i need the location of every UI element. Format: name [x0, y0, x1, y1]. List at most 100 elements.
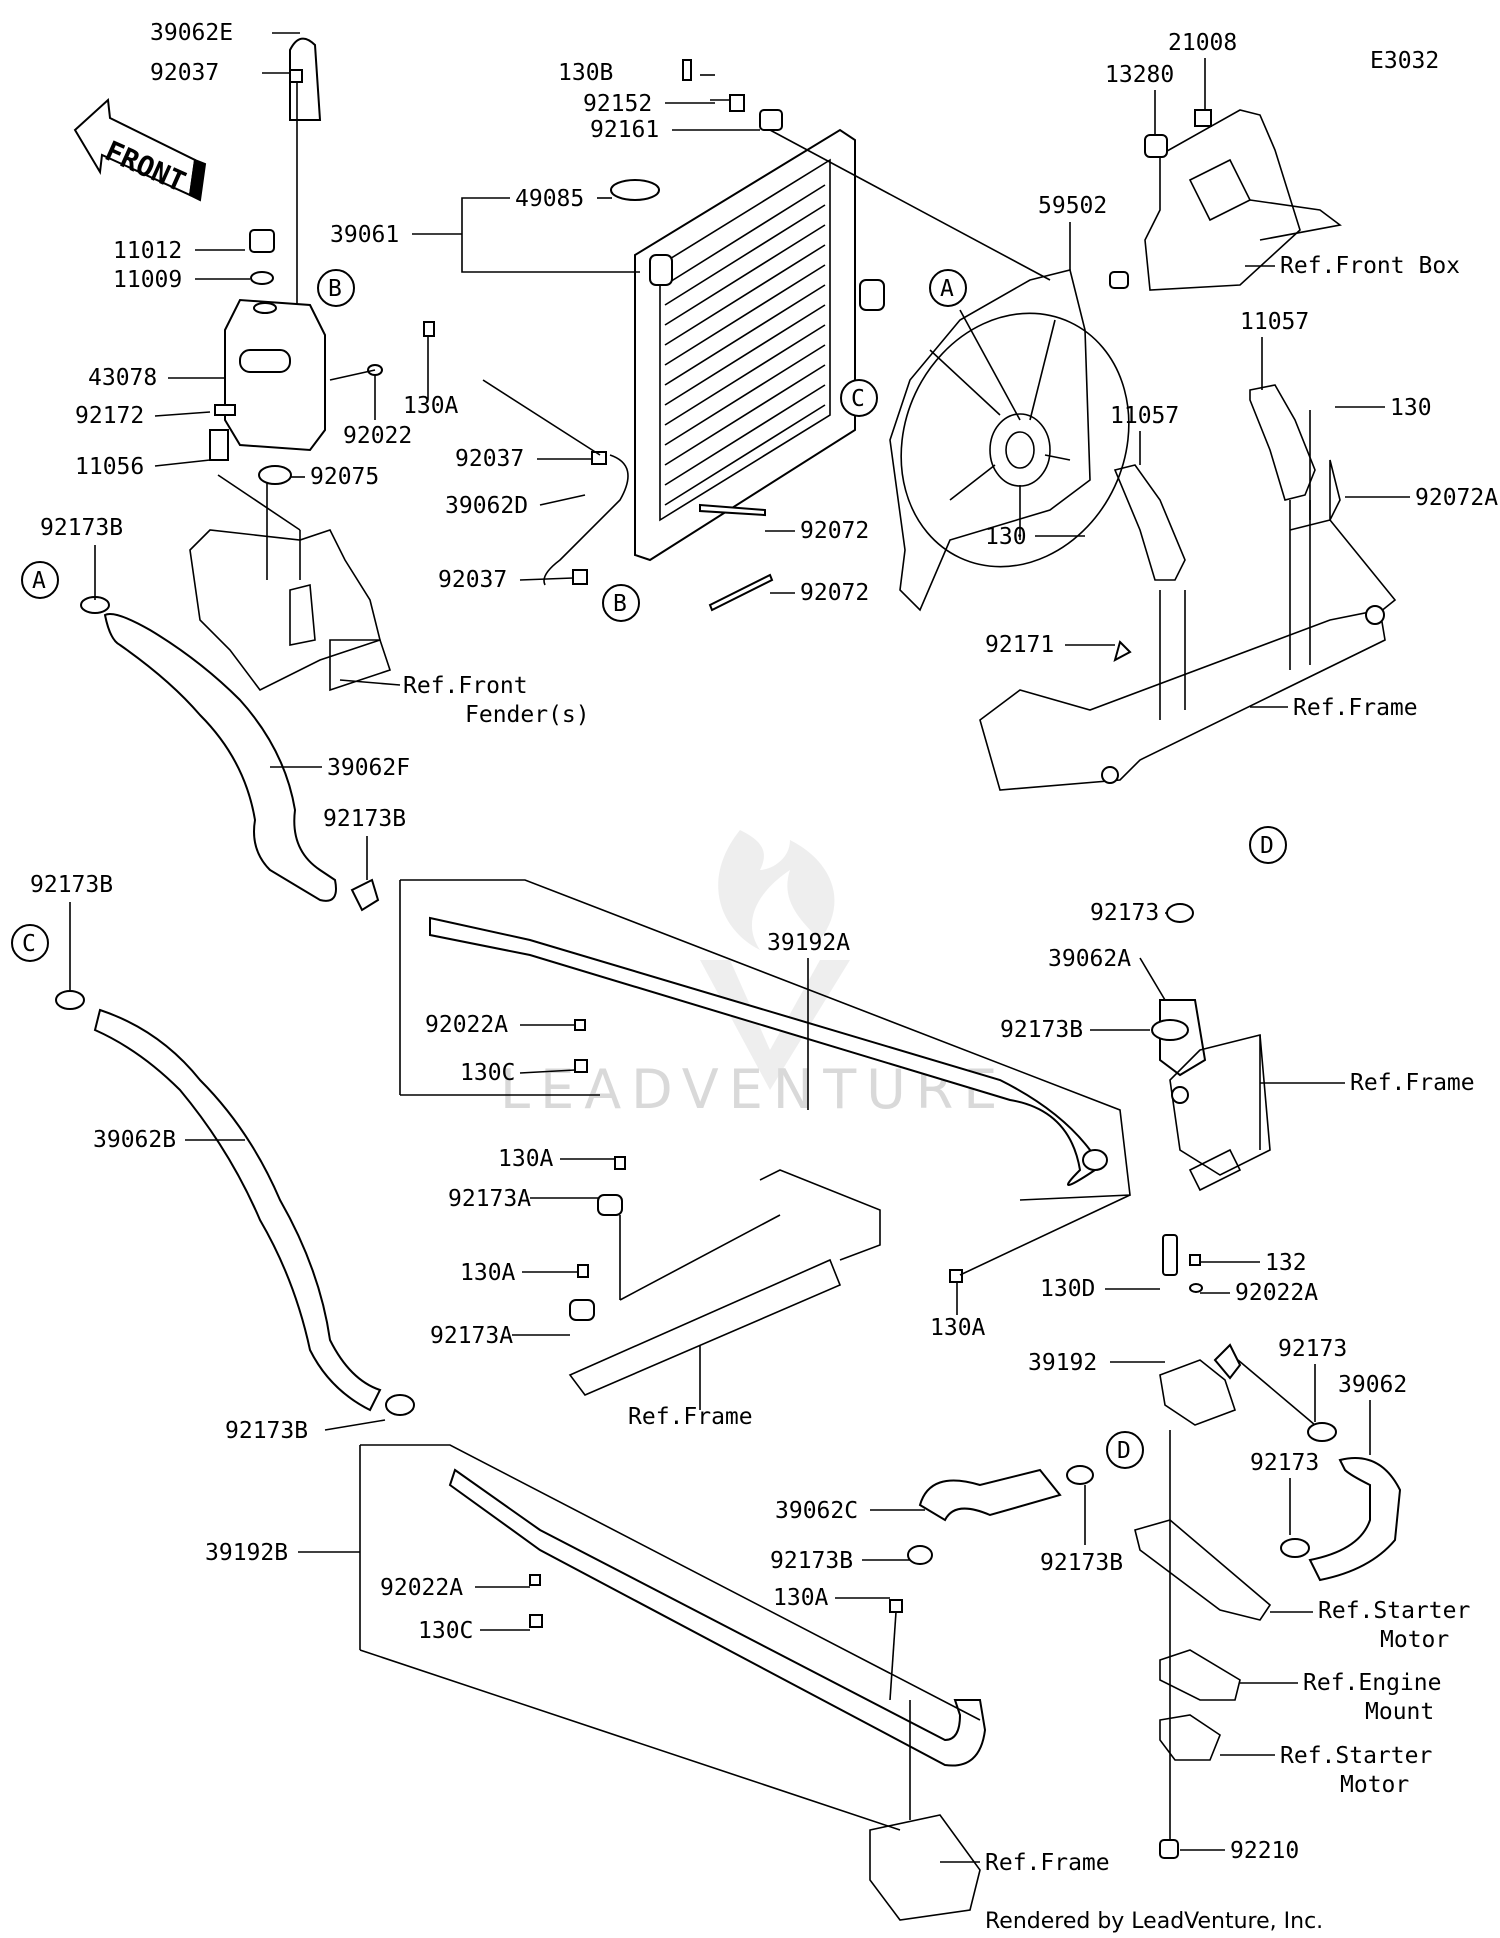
label-130D: 130D [1040, 1276, 1095, 1302]
front-arrow: FRONT [73, 97, 207, 202]
label-92173B-7: 92173B [770, 1548, 853, 1574]
label-11012: 11012 [113, 238, 182, 264]
label-92173B-4: 92173B [1000, 1017, 1083, 1043]
label-ref-frame-2: Ref.Frame [1350, 1070, 1475, 1096]
label-39192A: 39192A [767, 930, 850, 956]
frame-middle-right [1169, 1033, 1271, 1192]
ref-circle-B-top: B [317, 269, 355, 307]
label-ref-frame-1: Ref.Frame [1293, 695, 1418, 721]
svg-text:A: A [940, 276, 954, 302]
label-92075: 92075 [310, 464, 379, 490]
ref-circle-D-top: D [1249, 826, 1287, 864]
label-92072-2: 92072 [800, 580, 869, 606]
label-39062: 39062 [1338, 1372, 1407, 1398]
reference-labels: Ref.Front Box Ref.Front Fender(s) Ref.Fr… [403, 253, 1475, 1876]
starter-motor-refs [1134, 1519, 1272, 1859]
label-130C-2: 130C [418, 1618, 473, 1644]
label-ref-starter-1b: Motor [1380, 1627, 1449, 1653]
label-13280: 13280 [1105, 62, 1174, 88]
label-92173B-1: 92173B [40, 515, 123, 541]
label-130C-1: 130C [460, 1060, 515, 1086]
hose-39062C [889, 1465, 1094, 1701]
label-11057-a: 11057 [1240, 309, 1309, 335]
frame-middle [568, 1156, 881, 1410]
label-92173B-2: 92173B [323, 806, 406, 832]
leadventure-watermark: LEADVENTURE [500, 830, 997, 1121]
fitting-39192 [1159, 1234, 1402, 1850]
front-fender-ref [189, 529, 401, 692]
reservoir-tank-group [209, 37, 435, 580]
hose-39062D [482, 379, 629, 586]
frame-upper-right [979, 500, 1397, 791]
label-92173B-6: 92173B [225, 1418, 308, 1444]
svg-text:B: B [613, 591, 627, 617]
label-92173-top: 92173 [1090, 900, 1159, 926]
label-132: 132 [1265, 1250, 1307, 1276]
frame-lower [869, 1700, 981, 1921]
label-39062D: 39062D [445, 493, 528, 519]
svg-text:D: D [1117, 1438, 1131, 1464]
hose-39062F [80, 596, 380, 912]
front-box-ref [1144, 109, 1342, 291]
label-92173-mid: 92173 [1278, 1336, 1347, 1362]
label-92161: 92161 [590, 117, 659, 143]
label-92022A-3: 92022A [380, 1575, 463, 1601]
label-ref-engine-mount-b: Mount [1365, 1699, 1434, 1725]
fan-assembly [889, 269, 1130, 612]
footer-credit: Rendered by LeadVenture, Inc. [985, 1909, 1323, 1934]
label-39062F: 39062F [327, 755, 410, 781]
label-130A-2: 130A [460, 1260, 516, 1286]
part-labels: 39062E 92037 11012 11009 43078 92172 110… [30, 20, 1498, 1864]
svg-text:D: D [1260, 833, 1274, 859]
label-ref-engine-mount-a: Ref.Engine [1303, 1670, 1441, 1696]
label-130-right: 130 [1390, 395, 1432, 421]
label-11056: 11056 [75, 454, 144, 480]
svg-text:C: C [22, 931, 36, 957]
label-92037-top: 92037 [150, 60, 219, 86]
ref-circle-C-top: C [840, 379, 878, 417]
label-39062A: 39062A [1048, 946, 1131, 972]
cable-ties [699, 503, 774, 612]
label-ref-starter-2b: Motor [1340, 1772, 1409, 1798]
label-ref-starter-2a: Ref.Starter [1280, 1743, 1432, 1769]
label-39192: 39192 [1028, 1350, 1097, 1376]
label-ref-frame-4: Ref.Frame [985, 1850, 1110, 1876]
label-11009: 11009 [113, 267, 182, 293]
label-92210: 92210 [1230, 1838, 1299, 1864]
label-92172: 92172 [75, 403, 144, 429]
label-59502: 59502 [1038, 193, 1107, 219]
label-92072-1: 92072 [800, 518, 869, 544]
label-92152: 92152 [583, 91, 652, 117]
label-39062B: 39062B [93, 1127, 176, 1153]
label-ref-front-box: Ref.Front Box [1280, 253, 1460, 279]
ref-circle-D-low: D [1106, 1431, 1144, 1469]
label-92173A-2: 92173A [430, 1323, 513, 1349]
label-92037-low: 92037 [438, 567, 507, 593]
label-ref-front-fender-2: Fender(s) [465, 702, 590, 728]
radiator [610, 59, 1051, 562]
label-43078: 43078 [88, 365, 157, 391]
label-21008: 21008 [1168, 30, 1237, 56]
label-39062E: 39062E [150, 20, 233, 46]
hose-39062B [55, 990, 415, 1416]
svg-text:A: A [32, 568, 46, 594]
label-130B: 130B [558, 60, 613, 86]
label-92173B-5: 92173B [1040, 1550, 1123, 1576]
label-92072A: 92072A [1415, 485, 1498, 511]
ref-circle-A-top: A [929, 269, 967, 307]
label-130A-3: 130A [930, 1315, 986, 1341]
label-92173-low: 92173 [1250, 1450, 1319, 1476]
label-92171: 92171 [985, 632, 1054, 658]
pipe-39192A [399, 879, 1131, 1283]
label-92022A-2: 92022A [1235, 1280, 1318, 1306]
label-92022: 92022 [343, 423, 412, 449]
hose-39062A [1151, 903, 1207, 1077]
ref-circle-B-low: B [602, 584, 640, 622]
pipe-39192B [359, 1444, 987, 1831]
label-92037-mid: 92037 [455, 446, 524, 472]
label-92173A-1: 92173A [448, 1186, 531, 1212]
label-92022A-1: 92022A [425, 1012, 508, 1038]
label-130A-4: 130A [773, 1585, 829, 1611]
label-49085: 49085 [515, 186, 584, 212]
